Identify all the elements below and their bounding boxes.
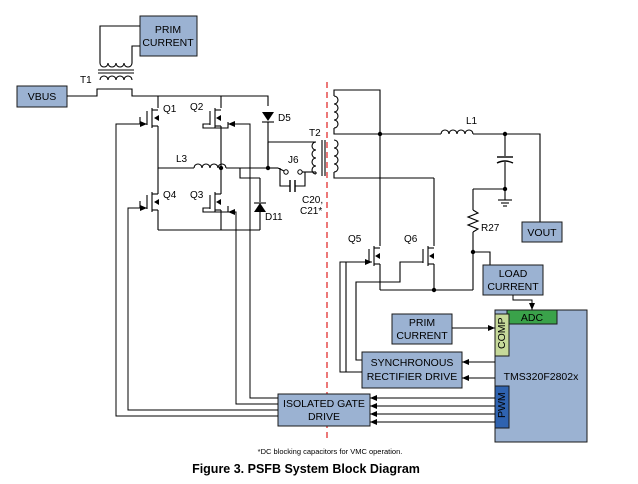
prim-current-mid-line1: PRIM bbox=[409, 317, 435, 329]
load-current-block: LOAD CURRENT bbox=[482, 264, 544, 296]
d5-label: D5 bbox=[278, 113, 291, 124]
q2-label: Q2 bbox=[190, 102, 204, 113]
t2-label: T2 bbox=[309, 128, 321, 139]
prim-current-mid-block: PRIM CURRENT bbox=[391, 313, 453, 345]
t2-transformer: T2 bbox=[309, 95, 339, 176]
pwm-label: PWM bbox=[496, 392, 508, 418]
prim-current-top-block: PRIM CURRENT bbox=[139, 15, 198, 57]
output-capacitor bbox=[496, 134, 514, 207]
d11-label: D11 bbox=[265, 212, 283, 223]
d5-diode: D5 bbox=[262, 112, 291, 168]
q1-mosfet: Q1 bbox=[139, 104, 177, 148]
q5-label: Q5 bbox=[348, 234, 362, 245]
l1-label: L1 bbox=[466, 116, 478, 127]
prim-current-mid-line2: CURRENT bbox=[396, 330, 448, 342]
iso-gate-line1: ISOLATED GATE bbox=[283, 398, 365, 410]
c21-label: C21* bbox=[300, 206, 322, 217]
q2-mosfet: Q2 bbox=[190, 102, 229, 148]
adc-label: ADC bbox=[521, 312, 544, 324]
figure-caption: Figure 3. PSFB System Block Diagram bbox=[192, 462, 420, 476]
j6-label: J6 bbox=[288, 155, 299, 166]
comp-label: COMP bbox=[496, 318, 508, 350]
vbus-block: VBUS bbox=[16, 85, 68, 108]
iso-gate-line2: DRIVE bbox=[308, 411, 340, 423]
mcu-label: TMS320F2802x bbox=[504, 371, 579, 383]
footnote: *DC blocking capacitors for VMC operatio… bbox=[258, 447, 403, 456]
q3-mosfet: Q3 bbox=[190, 188, 229, 230]
isolated-gate-drive-block: ISOLATED GATE DRIVE bbox=[277, 393, 371, 427]
vout-label: VOUT bbox=[527, 227, 557, 239]
d11-diode: D11 bbox=[254, 178, 283, 230]
q3-label: Q3 bbox=[190, 190, 204, 201]
q6-label: Q6 bbox=[404, 234, 418, 245]
load-current-line2: CURRENT bbox=[487, 281, 539, 293]
q5-mosfet: Q5 bbox=[345, 226, 381, 373]
sync-rect-line2: RECTIFIER DRIVE bbox=[367, 371, 457, 383]
c20-label: C20, bbox=[302, 195, 323, 206]
q1-label: Q1 bbox=[163, 104, 177, 115]
r27-resistor: R27 bbox=[466, 189, 500, 290]
pwm-block bbox=[494, 385, 510, 429]
sync-rect-drive-block: SYNCHRONOUS RECTIFIER DRIVE bbox=[361, 351, 463, 389]
prim-current-top-line1: PRIM bbox=[155, 24, 181, 36]
r27-label: R27 bbox=[481, 223, 500, 234]
mcu-block: ADC COMP PWM TMS320F2802x bbox=[494, 309, 588, 443]
prim-current-top-line2: CURRENT bbox=[142, 37, 194, 49]
vbus-label: VBUS bbox=[28, 91, 57, 103]
q6-mosfet: Q6 bbox=[355, 178, 435, 361]
load-current-line1: LOAD bbox=[499, 268, 528, 280]
vout-block: VOUT bbox=[521, 221, 563, 243]
q4-label: Q4 bbox=[163, 190, 177, 201]
t1-label: T1 bbox=[80, 75, 92, 86]
l3-label: L3 bbox=[176, 154, 188, 165]
q4-mosfet: Q4 bbox=[139, 188, 177, 230]
sync-rect-line1: SYNCHRONOUS bbox=[371, 357, 454, 369]
j6-connector: J6 C20, C21* bbox=[277, 155, 323, 217]
comp-block bbox=[494, 313, 510, 357]
